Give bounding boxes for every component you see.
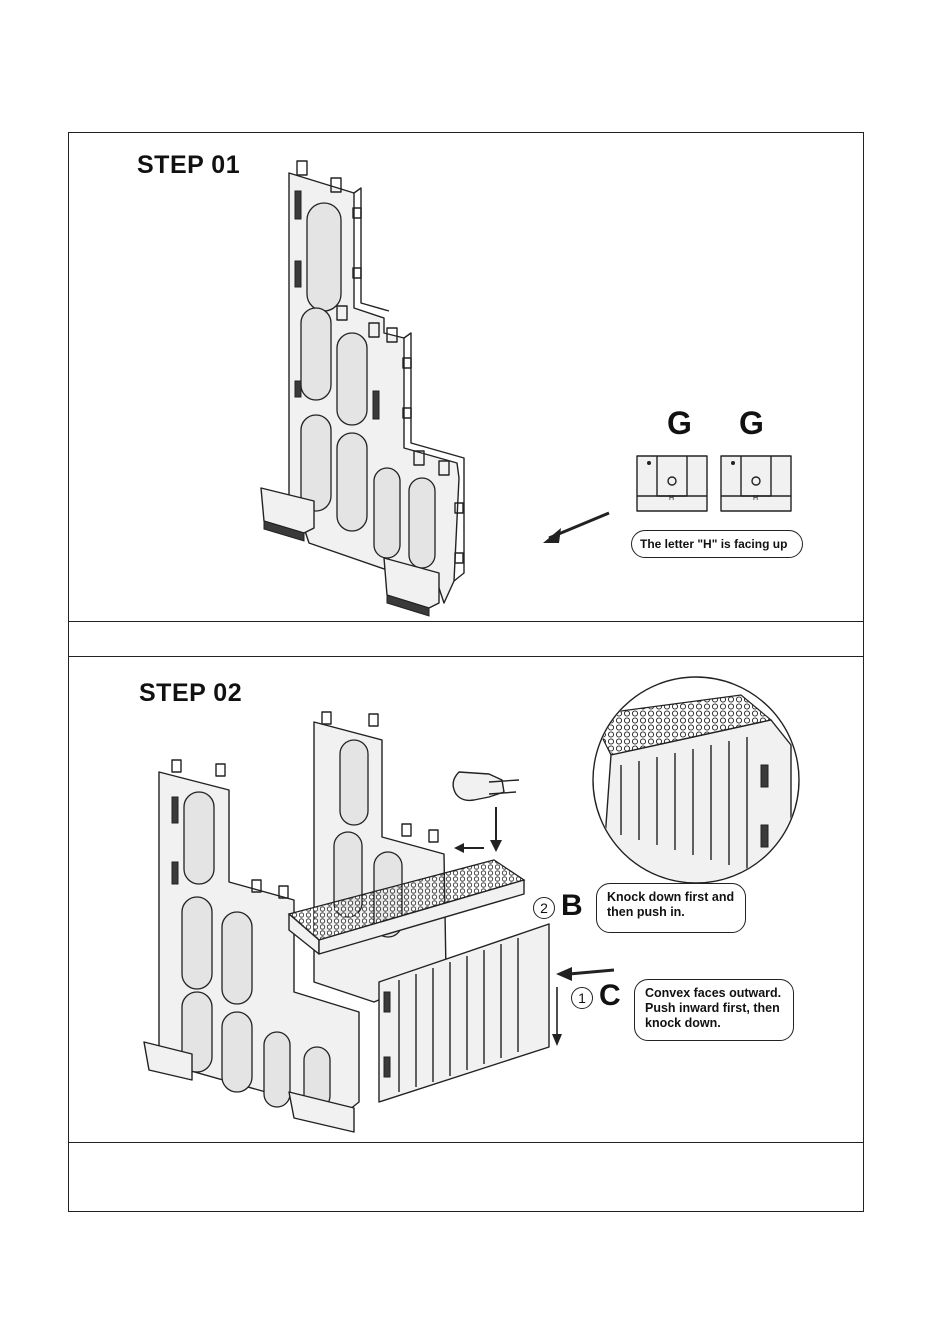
note-h-facing-up: The letter "H" is facing up bbox=[631, 530, 803, 558]
label-b-letter: B bbox=[561, 889, 583, 923]
note-knock-down-push-in: Knock down first and then push in. bbox=[596, 883, 746, 933]
part-mark-h-right: H bbox=[753, 495, 758, 502]
step-02-assembly-illustration bbox=[144, 702, 664, 1142]
label-c-number: 1 bbox=[571, 987, 593, 1009]
step-01-panel: STEP 01 bbox=[68, 132, 864, 622]
note-convex-faces-outward: Convex faces outward. Push inward first,… bbox=[634, 979, 794, 1041]
label-c-letter: C bbox=[599, 979, 621, 1013]
label-b-number: 2 bbox=[533, 897, 555, 919]
step-02-panel: STEP 02 bbox=[68, 656, 864, 1143]
step-02-caption-bar bbox=[68, 1142, 864, 1212]
part-mark-h-left: H bbox=[669, 495, 674, 502]
step-01-caption-bar bbox=[68, 621, 864, 657]
part-label-g-left: G bbox=[667, 405, 692, 442]
part-label-g-right: G bbox=[739, 405, 764, 442]
part-g-pieces-illustration bbox=[635, 451, 805, 521]
